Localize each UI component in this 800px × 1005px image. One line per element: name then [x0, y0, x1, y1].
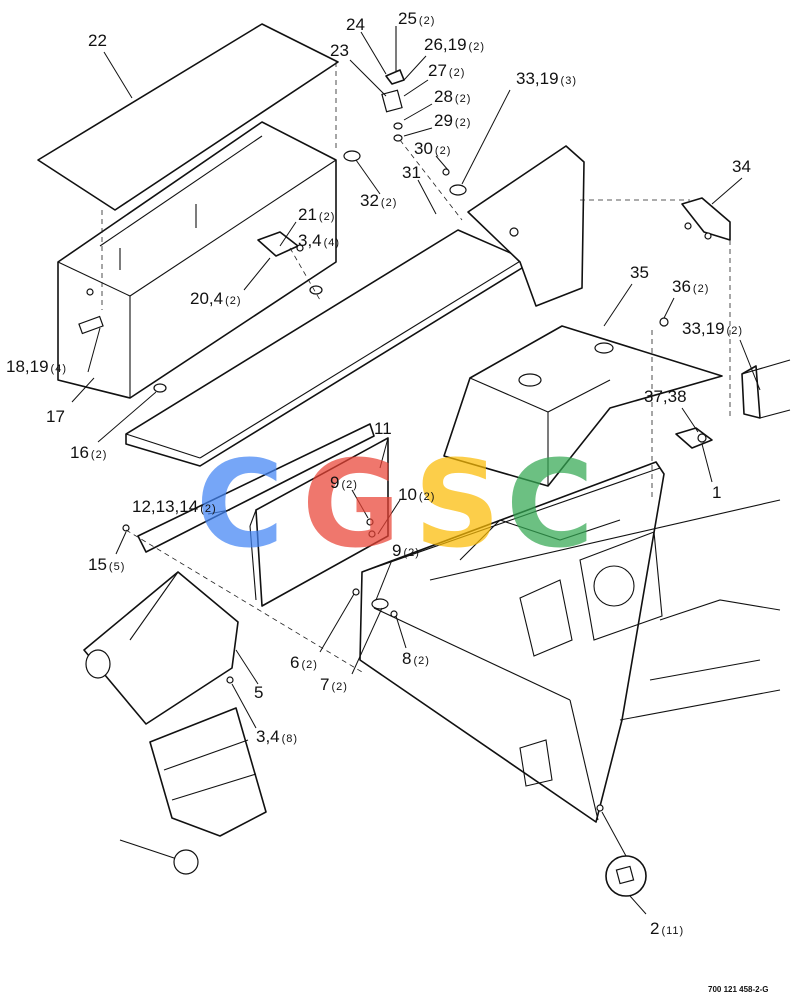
callout-1: 1 — [712, 483, 721, 502]
callout-8: 8(2) — [402, 649, 430, 668]
lid-panel — [37, 23, 339, 211]
callout-9-upper: 9(2) — [330, 473, 358, 492]
channel-bracket — [249, 437, 389, 607]
callout-30: 30(2) — [414, 139, 451, 158]
callout-6: 6(2) — [290, 653, 318, 672]
side-plate — [741, 359, 791, 419]
shield-cover — [443, 325, 723, 487]
callout-labels: 22 24 25(2) 23 26,19(2) 27(2) 28(2) 29(2… — [6, 9, 751, 938]
storage-box — [57, 121, 337, 399]
callout-29: 29(2) — [434, 111, 471, 130]
callout-11: 11 — [374, 419, 392, 438]
watermark: C G S C — [196, 436, 594, 575]
callout-7: 7(2) — [320, 675, 348, 694]
callout-31: 31 — [402, 163, 421, 182]
callout-3-4-upper: 3,4(4) — [298, 231, 340, 250]
callout-27: 27(2) — [428, 61, 465, 80]
callout-16: 16(2) — [70, 443, 107, 462]
callout-24: 24 — [346, 15, 365, 34]
callout-36: 36(2) — [672, 277, 709, 296]
callout-32: 32(2) — [360, 191, 397, 210]
shelf-panel — [125, 145, 585, 467]
callout-9-lower: 9(2) — [392, 541, 420, 560]
watermark-letter-s: S — [414, 436, 500, 575]
callout-23: 23 — [330, 41, 349, 60]
callout-5: 5 — [254, 683, 263, 702]
callout-20-4: 20,4(2) — [190, 289, 242, 308]
callout-34: 34 — [732, 157, 751, 176]
leader-lines — [71, 31, 761, 915]
callout-15: 15(5) — [88, 555, 125, 574]
clip-plate — [675, 427, 713, 449]
callout-17: 17 — [46, 407, 65, 426]
machine-frame — [359, 461, 781, 823]
watermark-letter-c: C — [506, 436, 594, 575]
watermark-letter-g: G — [302, 436, 401, 575]
callout-35: 35 — [630, 263, 649, 282]
callout-2: 2(11) — [650, 919, 684, 938]
callout-18-19: 18,19(4) — [6, 357, 67, 376]
callout-22: 22 — [88, 31, 107, 50]
document-number: 700 121 458-2-G — [708, 985, 769, 994]
angle-bracket — [681, 197, 731, 241]
callout-33-19-right: 33,19(2) — [682, 319, 743, 338]
linkage-assembly — [119, 707, 267, 875]
callout-33-19-top: 33,19(3) — [516, 69, 577, 88]
callout-25: 25(2) — [398, 9, 435, 28]
callout-28: 28(2) — [434, 87, 471, 106]
detail-callout-circle — [605, 855, 647, 897]
mounting-strap — [137, 423, 375, 553]
callout-26-19: 26,19(2) — [424, 35, 485, 54]
callout-21: 21(2) — [298, 205, 335, 224]
callout-12-13-14: 12,13,14(2) — [132, 497, 217, 516]
front-guard — [83, 571, 239, 725]
callout-37-38: 37,38 — [644, 387, 687, 406]
callout-10: 10(2) — [398, 485, 435, 504]
watermark-letter-c: C — [196, 436, 284, 575]
callout-3-4-lower: 3,4(8) — [256, 727, 298, 746]
